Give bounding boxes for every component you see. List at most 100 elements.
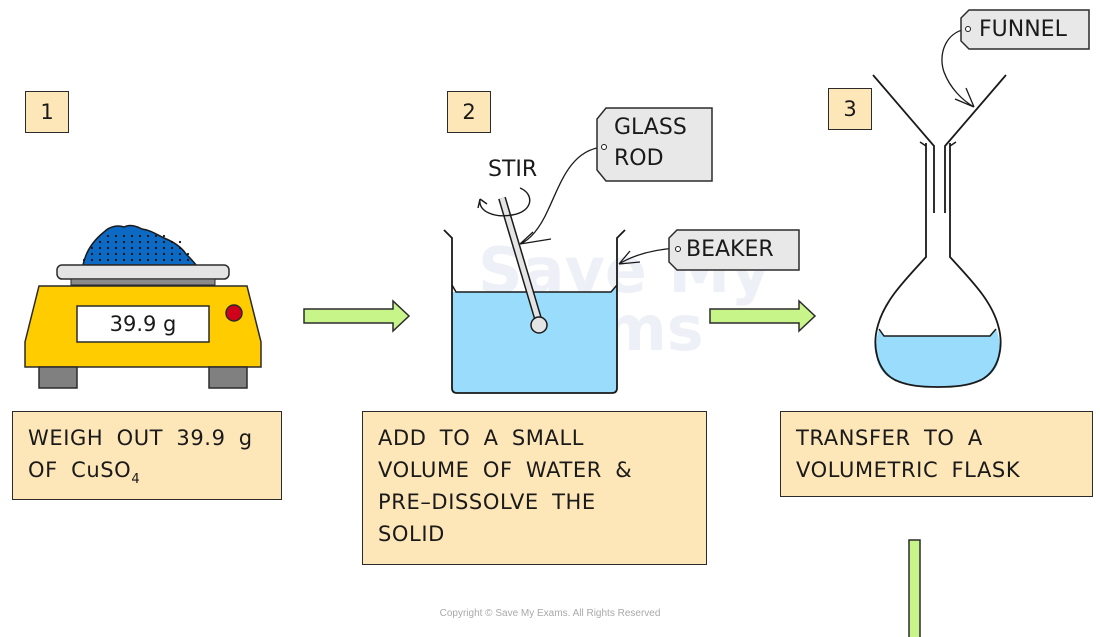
crystal-dot (106, 252, 110, 256)
crystal-dot (178, 246, 182, 250)
formula-subscript: 4 (131, 472, 141, 487)
flask-water (875, 329, 1000, 387)
funnel-tag-hole (965, 26, 971, 32)
funnel-tag-shape (960, 9, 1090, 50)
crystal-dot (98, 258, 102, 262)
crystal-dot (114, 240, 118, 244)
crystal-dot (122, 234, 126, 238)
crystal-dot (122, 246, 126, 250)
crystal-dot (146, 240, 150, 244)
crystal-dot (122, 252, 126, 256)
crystal-dot (106, 240, 110, 244)
flask-neck-lip (919, 141, 957, 147)
crystal-dot (114, 246, 118, 250)
crystal-dot (130, 246, 134, 250)
flask-water-surface (878, 328, 997, 337)
crystal-dot (138, 252, 142, 256)
glass-rod-tag-shape (596, 107, 713, 182)
beaker-label: BEAKER (686, 237, 774, 262)
glass-rod-label-line-2: ROD (614, 146, 664, 171)
crystal-dot (122, 258, 126, 262)
glass-rod-label: GLASS ROD (614, 112, 687, 174)
crystal-dot (90, 252, 94, 256)
crystal-dot (186, 252, 190, 256)
crystal-dot (154, 258, 158, 262)
crystal-dot (106, 246, 110, 250)
crystal-dot (162, 234, 166, 238)
beaker-tag-hole (675, 246, 681, 252)
water-surface-line (451, 284, 618, 293)
crystal-dot (162, 258, 166, 262)
crystal-dot (178, 258, 182, 262)
crystal-dot (154, 252, 158, 256)
balance-foot-left (38, 366, 78, 389)
step-number-3: 3 (828, 88, 872, 130)
funnel-label: FUNNEL (979, 17, 1067, 42)
flow-arrow-2-to-3 (709, 299, 817, 333)
step-2-caption-line-1: ADD TO A SMALL (378, 426, 585, 450)
crystal-dot (146, 252, 150, 256)
crystal-dot (178, 240, 182, 244)
crystal-dots (82, 234, 190, 262)
crystal-dot (98, 246, 102, 250)
crystal-dot (146, 258, 150, 262)
crystal-dot (98, 240, 102, 244)
stir-rotation-arrow (477, 187, 531, 217)
step-2-caption-line-2: VOLUME OF WATER & (378, 458, 633, 482)
crystal-dot (106, 258, 110, 262)
volumetric-flask-illustration (872, 28, 1007, 388)
balance-power-button (225, 304, 243, 322)
crystal-dot (138, 246, 142, 250)
crystal-dot (170, 240, 174, 244)
crystal-dot (162, 252, 166, 256)
balance-illustration (24, 224, 262, 389)
crystal-dot (106, 234, 110, 238)
crystal-dot (146, 246, 150, 250)
crystal-dot (82, 258, 86, 262)
crystal-dot (178, 252, 182, 256)
crystal-dot (130, 252, 134, 256)
crystal-dot (154, 234, 158, 238)
balance-display (76, 305, 210, 343)
step-1-caption-line-2: OF CuSO4 (28, 454, 281, 496)
step-2-caption-line-4: SOLID (378, 522, 445, 546)
crystal-dot (90, 246, 94, 250)
stir-label: STIR (488, 157, 538, 182)
balance-readout: 39.9 g (109, 312, 177, 336)
crystal-dot (146, 234, 150, 238)
crystal-dot (138, 258, 142, 262)
crystal-dot (186, 258, 190, 262)
crystal-dot (90, 258, 94, 262)
glass-rod-tag-hole (601, 144, 607, 150)
step-1-caption-line-1: WEIGH OUT 39.9 g (28, 426, 253, 450)
glass-rod-leader (519, 146, 604, 245)
copper-sulfate-crystals (82, 224, 198, 266)
step-1-caption: WEIGH OUT 39.9 g OF CuSO4 (12, 411, 282, 500)
crystal-dot (130, 240, 134, 244)
crystal-dot (154, 240, 158, 244)
water-in-beaker (452, 285, 617, 393)
glass-rod-label-line-1: GLASS (614, 115, 687, 140)
flask-outline (874, 143, 1002, 388)
crystal-dot (170, 246, 174, 250)
balance-pan-support (70, 278, 216, 286)
crystal-dot (138, 234, 142, 238)
step-number-1: 1 (25, 91, 69, 133)
flow-arrow-3-down (908, 539, 921, 637)
step-3-caption: TRANSFER TO A VOLUMETRIC FLASK (780, 411, 1093, 497)
crystal-dot (114, 258, 118, 262)
flow-arrow-1-to-2 (303, 299, 411, 333)
step-number-2: 2 (447, 91, 491, 133)
crystal-dot (130, 258, 134, 262)
crystal-dot (138, 240, 142, 244)
step-3-caption-line-2: VOLUMETRIC FLASK (796, 458, 1021, 482)
beaker-tag-shape (668, 229, 800, 271)
funnel-leader (941, 28, 975, 108)
formula-text: OF CuSO (28, 458, 132, 482)
beaker-illustration (443, 146, 677, 394)
step-2-caption: ADD TO A SMALL VOLUME OF WATER & PRE–DIS… (362, 411, 707, 565)
glass-rod (498, 196, 548, 334)
crystal-dot (170, 258, 174, 262)
crystal-dot (162, 240, 166, 244)
copyright-notice: Copyright © Save My Exams. All Rights Re… (439, 608, 661, 619)
